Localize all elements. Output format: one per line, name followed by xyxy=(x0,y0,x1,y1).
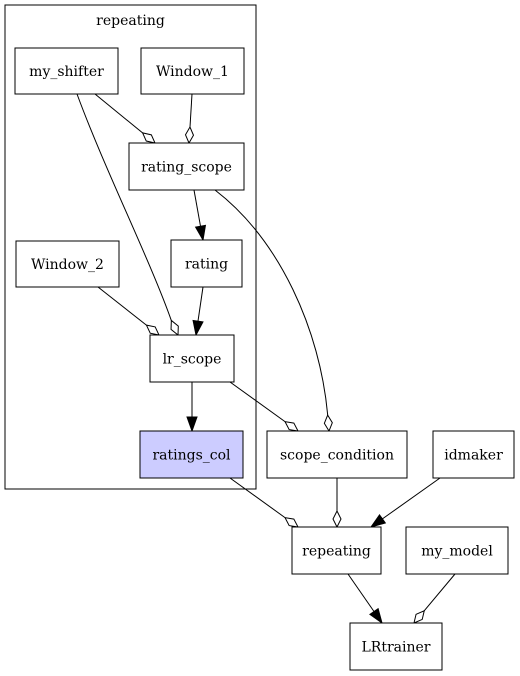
diamond-head xyxy=(284,420,299,432)
node-box xyxy=(349,622,443,671)
edge-line xyxy=(189,93,193,128)
edge-my_shifter-to-rating_scope xyxy=(94,93,156,144)
edge-line xyxy=(76,93,172,321)
node-box xyxy=(15,240,120,288)
node-box xyxy=(291,526,382,575)
node-label: my_shifter xyxy=(29,64,104,80)
diamond-head xyxy=(284,516,299,528)
node-ratings-col[interactable]: ratings_col xyxy=(139,430,244,479)
node-idmaker[interactable]: idmaker xyxy=(432,430,515,479)
edge-my_shifter-to-lr_scope xyxy=(76,93,179,337)
node-label: Window_1 xyxy=(156,64,229,80)
node-label: rating_scope xyxy=(141,160,232,176)
node-label: idmaker xyxy=(444,448,503,464)
node-scope-condition[interactable]: scope_condition xyxy=(266,430,408,479)
edge-line xyxy=(347,573,375,612)
edge-line xyxy=(214,189,329,416)
node-box xyxy=(140,47,245,95)
edge-line xyxy=(229,381,286,423)
node-box xyxy=(14,47,119,95)
node-box xyxy=(405,526,509,575)
edge-lr_scope-to-ratings_col xyxy=(186,382,198,433)
node-lrtrainer[interactable]: LRtrainer xyxy=(349,622,443,671)
arrowhead xyxy=(194,224,207,242)
edge-my_model-to-LRtrainer xyxy=(413,573,456,624)
edge-line xyxy=(97,286,147,326)
edge-Window_2-to-lr_scope xyxy=(97,286,160,336)
edge-scope_condition-to-repeating xyxy=(332,478,342,529)
node-window-1[interactable]: Window_1 xyxy=(140,47,245,95)
node-label: rating xyxy=(185,257,228,273)
node-box xyxy=(139,430,244,479)
cluster-layer: repeating xyxy=(4,4,257,490)
node-box xyxy=(128,142,245,191)
node-repeating[interactable]: repeating xyxy=(291,526,382,575)
node-window-2[interactable]: Window_2 xyxy=(15,240,120,288)
node-label: ratings_col xyxy=(152,448,231,464)
node-my-model[interactable]: my_model xyxy=(405,526,509,575)
edge-line xyxy=(193,189,201,227)
diamond-head xyxy=(170,319,179,337)
diamond-head xyxy=(184,125,195,145)
diamond-head xyxy=(323,413,333,433)
cluster-border xyxy=(4,4,257,490)
arrowhead xyxy=(192,319,204,337)
edge-Window_1-to-rating_scope xyxy=(184,93,195,145)
edge-rating-to-lr_scope xyxy=(192,286,204,337)
diamond-head xyxy=(413,609,425,624)
node-label: lr_scope xyxy=(163,352,222,368)
node-my-shifter[interactable]: my_shifter xyxy=(14,47,119,95)
node-box xyxy=(170,239,243,288)
diamond-head xyxy=(332,509,342,529)
cluster-repeating: repeating xyxy=(4,4,257,490)
edge-line xyxy=(382,477,441,520)
edge-rating_scope-to-scope_condition xyxy=(214,189,333,433)
node-label: LRtrainer xyxy=(362,640,431,656)
edge-line xyxy=(94,93,143,134)
edge-repeating-to-LRtrainer xyxy=(347,573,383,625)
node-box xyxy=(149,334,235,383)
node-rating[interactable]: rating xyxy=(170,239,243,288)
diamond-head xyxy=(145,324,160,336)
node-label: repeating xyxy=(302,544,371,560)
edge-layer xyxy=(76,93,456,625)
node-label: scope_condition xyxy=(280,448,394,464)
node-box xyxy=(432,430,515,479)
edge-idmaker-to-repeating xyxy=(369,477,441,528)
edge-ratings_col-to-repeating xyxy=(229,477,299,528)
node-label: my_model xyxy=(421,544,493,560)
cluster-label: repeating xyxy=(96,13,165,29)
diamond-head xyxy=(141,132,156,144)
arrowhead xyxy=(186,416,198,433)
node-lr-scope[interactable]: lr_scope xyxy=(149,334,235,383)
node-box xyxy=(266,430,408,479)
edge-line xyxy=(229,477,286,519)
arrowhead xyxy=(369,607,383,625)
edge-lr_scope-to-scope_condition xyxy=(229,381,299,432)
node-rating-scope[interactable]: rating_scope xyxy=(128,142,245,191)
edge-line xyxy=(197,286,204,322)
edge-rating_scope-to-rating xyxy=(193,189,207,242)
edge-line xyxy=(423,573,456,612)
arrowhead xyxy=(369,513,387,528)
node-label: Window_2 xyxy=(31,257,104,273)
